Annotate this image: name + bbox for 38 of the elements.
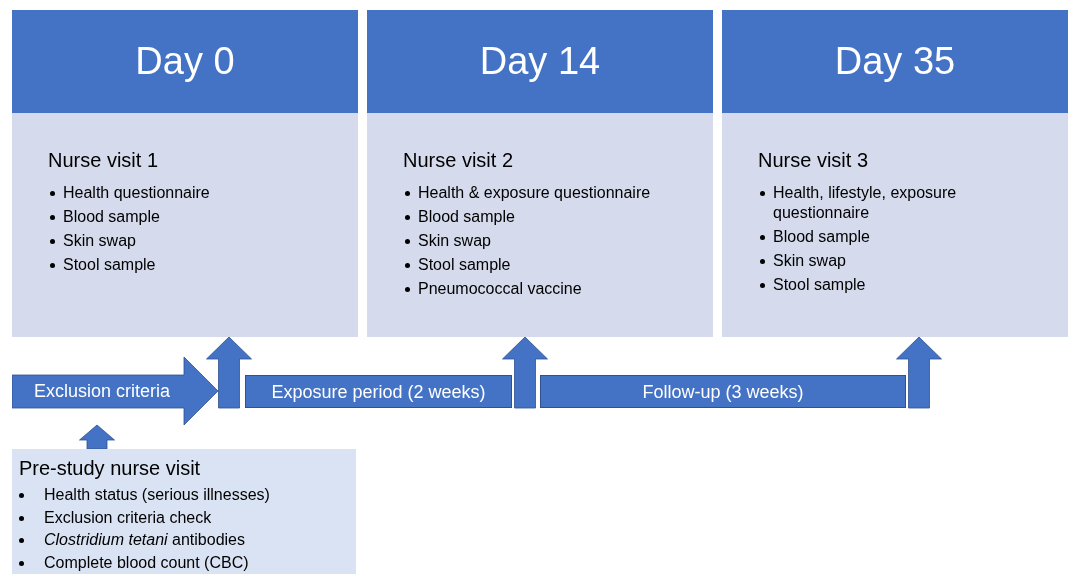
visit-heading: Nurse visit 3 xyxy=(758,149,869,172)
visit-heading: Nurse visit 2 xyxy=(403,149,514,172)
list-item: Blood sample xyxy=(63,208,160,225)
period-bar xyxy=(245,375,512,408)
timepoint-card xyxy=(367,10,713,337)
list-item: Stool sample xyxy=(773,276,866,293)
arrow xyxy=(502,336,548,409)
visit-heading: Pre-study nurse visit xyxy=(19,457,201,480)
list-item: Stool sample xyxy=(418,256,511,273)
arrow xyxy=(896,336,942,409)
list-item: Blood sample xyxy=(418,208,515,225)
band-label: Exclusion criteria xyxy=(34,381,171,402)
band-label: Exposure period (2 weeks) xyxy=(271,382,486,403)
day-heading: Day 14 xyxy=(367,10,713,113)
list-item: Skin swap xyxy=(63,232,136,249)
timepoint-card xyxy=(12,10,358,337)
list-item: Pneumococcal vaccine xyxy=(418,280,582,297)
arrow xyxy=(79,424,115,450)
list-item: Skin swap xyxy=(418,232,491,249)
list-item: Health & exposure questionnaire xyxy=(418,184,651,201)
day-heading: Day 0 xyxy=(12,10,358,113)
arrow xyxy=(206,336,252,409)
list-item: Clostridium tetani antibodies xyxy=(44,531,245,548)
info-panel xyxy=(12,449,356,574)
list-item: Health status (serious illnesses) xyxy=(44,486,270,503)
list-item: Stool sample xyxy=(63,256,156,273)
list-item: Skin swap xyxy=(773,252,846,269)
list-item: Health questionnaire xyxy=(63,184,210,201)
list-item: Blood sample xyxy=(773,228,870,245)
list-item: Health, lifestyle, exposure questionnaire xyxy=(773,184,957,221)
timepoint-card xyxy=(722,10,1068,337)
period-bar xyxy=(540,375,906,408)
day-heading: Day 35 xyxy=(722,10,1068,113)
list-item: Exclusion criteria check xyxy=(44,508,212,526)
phase-band xyxy=(12,357,218,425)
band-label: Follow-up (3 weeks) xyxy=(642,382,804,403)
visit-heading: Nurse visit 1 xyxy=(48,149,159,172)
list-item: Complete blood count (CBC) xyxy=(44,553,249,571)
